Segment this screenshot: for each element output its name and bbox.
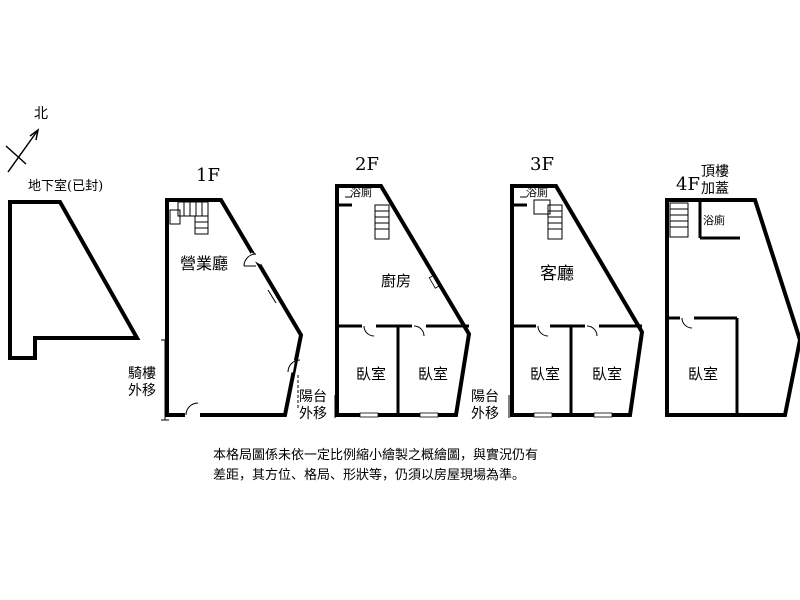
- business-hall-label: 營業廳: [180, 254, 229, 273]
- floor-2-balcony-line1: 陽台: [299, 389, 327, 405]
- rooftop-addition-label: 頂樓 加蓋: [701, 164, 729, 198]
- floor-3-plan: [508, 184, 645, 418]
- floor-3-balcony-label: 陽台 外移: [471, 389, 499, 423]
- floor-2-bedroom-left-label: 臥室: [356, 365, 387, 383]
- rooftop-label-line2: 加蓋: [701, 181, 729, 197]
- floor-2-balcony-line2: 外移: [299, 406, 327, 422]
- floor-1-plan: [161, 198, 304, 421]
- kitchen-label: 廚房: [381, 272, 412, 290]
- compass-arrow-icon: [5, 128, 40, 173]
- floor-2-title: 2F: [355, 154, 379, 175]
- floor-2-bedroom-right-label: 臥室: [418, 365, 449, 383]
- basement-outline: [8, 200, 141, 360]
- floor-4-title: 4F: [676, 174, 700, 195]
- living-room-label: 客廳: [540, 264, 574, 284]
- north-label: 北: [34, 106, 48, 122]
- floor-2-plan: [334, 184, 472, 418]
- staircase-3f: [533, 199, 563, 240]
- floor-2-bath-label: 浴廁: [350, 186, 372, 199]
- floor-3-balcony-line2: 外移: [471, 406, 499, 422]
- arcade-label-line2: 外移: [128, 383, 156, 399]
- staircase-2f: [374, 204, 390, 240]
- floor-4-plan: [665, 198, 800, 417]
- floor-3-bath-label: 浴廁: [526, 186, 548, 199]
- rooftop-label-line1: 頂樓: [701, 164, 729, 180]
- floor-3-balcony-line1: 陽台: [471, 389, 499, 405]
- basement-label: 地下室(已封): [28, 179, 104, 194]
- floor-4-bedroom-label: 臥室: [688, 365, 719, 383]
- disclaimer-note: 本格局圖係未依一定比例縮小繪製之概繪圖，與實況仍有差距，其方位、格局、形狀等，仍…: [213, 448, 539, 483]
- floor-3-bedroom-right-label: 臥室: [592, 365, 623, 383]
- floor-4-bath-label: 浴廁: [703, 214, 725, 227]
- staircase-4f: [669, 202, 689, 238]
- staircase-1f: [169, 201, 209, 235]
- arcade-relocated-label: 騎樓 外移: [128, 366, 156, 400]
- floor-3-bedroom-left-label: 臥室: [530, 365, 561, 383]
- floor-1-title: 1F: [196, 165, 220, 186]
- arcade-label-line1: 騎樓: [128, 366, 156, 382]
- floor-3-title: 3F: [530, 154, 554, 175]
- floor-2-balcony-label: 陽台 外移: [299, 389, 327, 423]
